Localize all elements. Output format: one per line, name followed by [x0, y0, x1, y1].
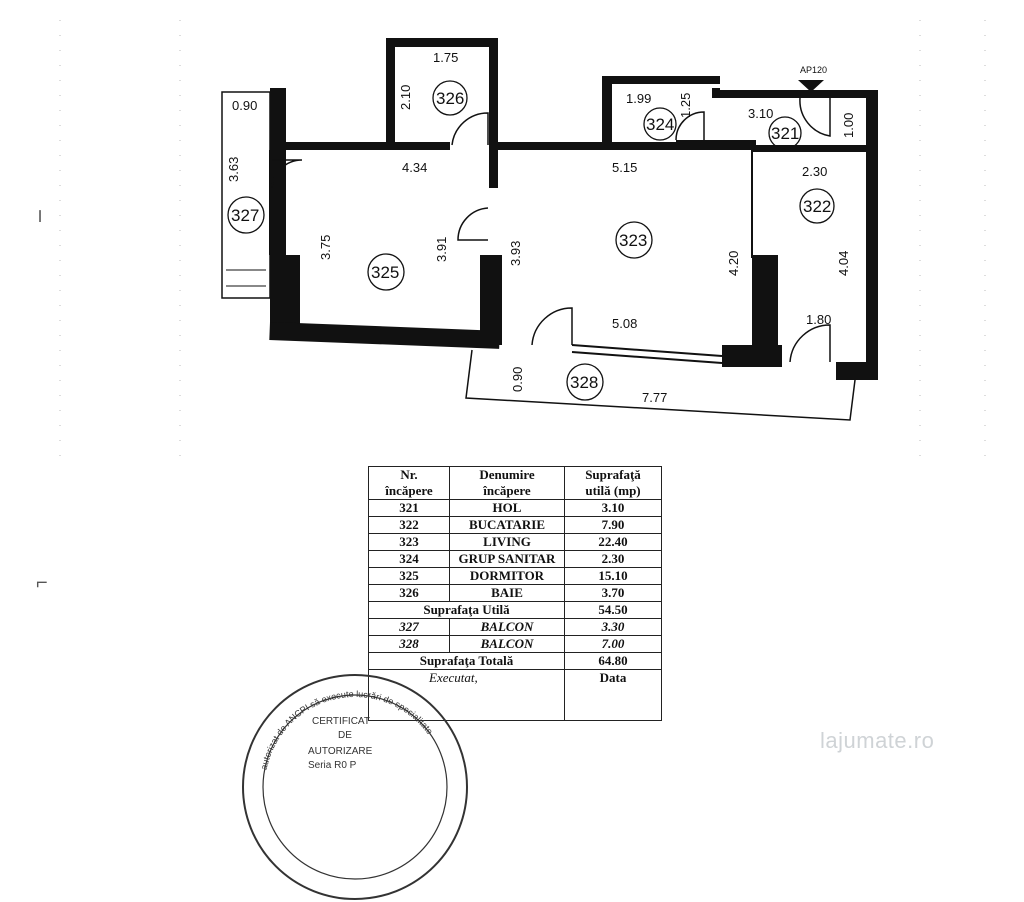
date-cell: Data	[564, 669, 662, 721]
dim-393: 3.93	[508, 241, 523, 266]
header-nr: Nr.încăpere	[368, 466, 450, 500]
entrance-label: AP120	[800, 65, 827, 75]
dim-515: 5.15	[612, 160, 637, 175]
table-cell: BAIE	[449, 584, 565, 602]
dim-508: 5.08	[612, 316, 637, 331]
dim-210: 2.10	[398, 85, 413, 110]
table-cell: 7.00	[564, 635, 662, 653]
dim-777: 7.77	[642, 390, 667, 405]
room-label-324: 324	[646, 115, 674, 134]
dim-310: 3.10	[748, 106, 773, 121]
dim-363: 3.63	[226, 157, 241, 182]
table-cell: 3.70	[564, 584, 662, 602]
authorization-stamp: autorizat de ANCPI să execute lucrări de…	[242, 674, 468, 900]
scan-mark-top: ╷	[34, 200, 47, 222]
useful-area-label: Suprafaţa Utilă	[368, 601, 565, 619]
table-cell: BALCON	[449, 635, 565, 653]
stamp-line-3: AUTORIZARE	[308, 746, 373, 757]
partitions	[269, 150, 753, 364]
table-cell: 2.30	[564, 550, 662, 568]
dim-100: 1.00	[841, 113, 856, 138]
table-cell: 324	[368, 550, 450, 568]
dim-090-balcony: 0.90	[510, 367, 525, 392]
table-cell: BUCATARIE	[449, 516, 565, 534]
stamp-line-4: Seria R0 P	[308, 760, 357, 771]
stamp-line-1: CERTIFICAT	[312, 716, 370, 727]
table-cell: 15.10	[564, 567, 662, 585]
date-label: Data	[599, 670, 627, 685]
room-label-327: 327	[231, 206, 259, 225]
walls	[269, 38, 878, 380]
table-cell: 7.90	[564, 516, 662, 534]
total-area-value: 64.80	[564, 652, 662, 670]
scan-dots	[59, 20, 986, 460]
door-swings	[271, 97, 831, 363]
executed-cell: Executat,	[368, 669, 565, 721]
room-label-321: 321	[771, 124, 799, 143]
dim-125: 1.25	[678, 93, 693, 118]
table-cell: HOL	[449, 499, 565, 517]
table-cell: 3.10	[564, 499, 662, 517]
dim-375: 3.75	[318, 235, 333, 260]
useful-area-value: 54.50	[564, 601, 662, 619]
dim-404: 4.04	[836, 251, 851, 276]
scan-mark-bottom: ⌐	[36, 572, 48, 594]
dimension-labels: 0.90 3.63 1.75 2.10 1.99 1.25 3.10 1.00 …	[226, 50, 856, 405]
room-label-322: 322	[803, 197, 831, 216]
dim-420: 4.20	[726, 251, 741, 276]
entrance-marker: AP120	[798, 65, 827, 92]
executed-label: Executat,	[429, 670, 478, 685]
table-cell: 22.40	[564, 533, 662, 551]
table-cell: GRUP SANITAR	[449, 550, 565, 568]
room-label-323: 323	[619, 231, 647, 250]
table-cell: 325	[368, 567, 450, 585]
watermark: lajumate.ro	[820, 728, 934, 754]
total-area-label: Suprafaţa Totală	[368, 652, 565, 670]
watermark-text: lajumate.ro	[820, 728, 935, 753]
table-cell: DORMITOR	[449, 567, 565, 585]
table-cell: LIVING	[449, 533, 565, 551]
table-cell: 327	[368, 618, 450, 636]
dim-199: 1.99	[626, 91, 651, 106]
dim-434: 4.34	[402, 160, 427, 175]
dim-230: 2.30	[802, 164, 827, 179]
balcony-328	[465, 349, 857, 421]
table-cell: 322	[368, 516, 450, 534]
room-labels	[227, 80, 835, 401]
table-cell: 328	[368, 635, 450, 653]
room-label-326: 326	[436, 89, 464, 108]
dim-180: 1.80	[806, 312, 831, 327]
dim-175: 1.75	[433, 50, 458, 65]
useful-area-row: Suprafaţa Utilă 54.50	[368, 601, 662, 619]
table-cell: 326	[368, 584, 450, 602]
dim-090-top: 0.90	[232, 98, 257, 113]
table-cell: 321	[368, 499, 450, 517]
footer-row: Executat, Data	[368, 669, 662, 721]
floor-plan: AP120 0.90 3.63 1.75 2.10 1.99 1.25 3.10…	[59, 20, 986, 460]
room-label-325: 325	[371, 263, 399, 282]
table-cell: BALCON	[449, 618, 565, 636]
table-cell: 323	[368, 533, 450, 551]
table-cell: 3.30	[564, 618, 662, 636]
dim-391: 3.91	[434, 237, 449, 262]
stamp-line-2: DE	[338, 730, 352, 741]
total-area-row: Suprafaţa Totală 64.80	[368, 652, 662, 670]
balcony-327	[221, 91, 271, 299]
room-label-328: 328	[570, 373, 598, 392]
